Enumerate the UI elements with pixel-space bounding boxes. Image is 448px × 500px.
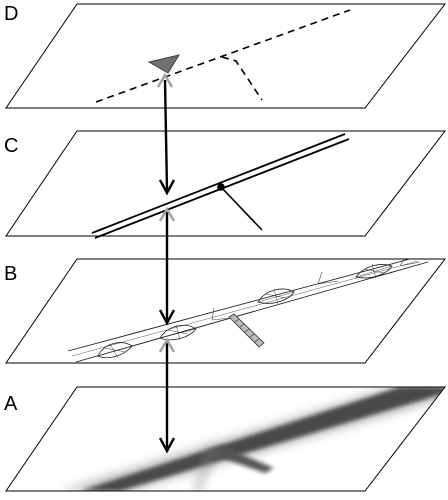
layer-c-plane bbox=[5, 130, 447, 237]
vessel-image bbox=[60, 387, 445, 491]
dashed-branch-line bbox=[221, 56, 263, 101]
layer-b-label: B bbox=[4, 263, 17, 285]
layer-d-label: D bbox=[4, 3, 18, 25]
layer-a-label: A bbox=[4, 393, 18, 415]
layer-d: D bbox=[4, 3, 447, 109]
layer-b-plane bbox=[5, 258, 447, 364]
arrow-c-to-b-head-icon bbox=[158, 309, 176, 326]
layer-b: B bbox=[4, 258, 447, 364]
direction-marker-icon bbox=[147, 54, 181, 74]
branch-point-icon bbox=[217, 183, 225, 191]
arrow-d-to-c bbox=[163, 79, 169, 191]
vessel-mesh bbox=[67, 259, 429, 363]
layer-a-plane bbox=[5, 386, 447, 492]
branch-line bbox=[220, 186, 263, 231]
centerline-upper bbox=[91, 133, 346, 234]
arrow-b-to-c-head-icon bbox=[158, 206, 176, 222]
dashed-vessel-line bbox=[95, 9, 351, 103]
arrow-b-to-a-head-icon bbox=[158, 437, 176, 454]
arrow-c-to-d-head-icon bbox=[156, 72, 174, 88]
arrow-a-to-b-head-icon bbox=[158, 337, 176, 353]
layer-c-label: C bbox=[4, 135, 18, 157]
layer-c: C bbox=[4, 130, 447, 239]
projection-arrows bbox=[156, 72, 176, 454]
layer-d-plane bbox=[5, 3, 447, 109]
layer-a: A bbox=[4, 386, 447, 492]
arrow-d-to-c-head-icon bbox=[158, 179, 176, 196]
